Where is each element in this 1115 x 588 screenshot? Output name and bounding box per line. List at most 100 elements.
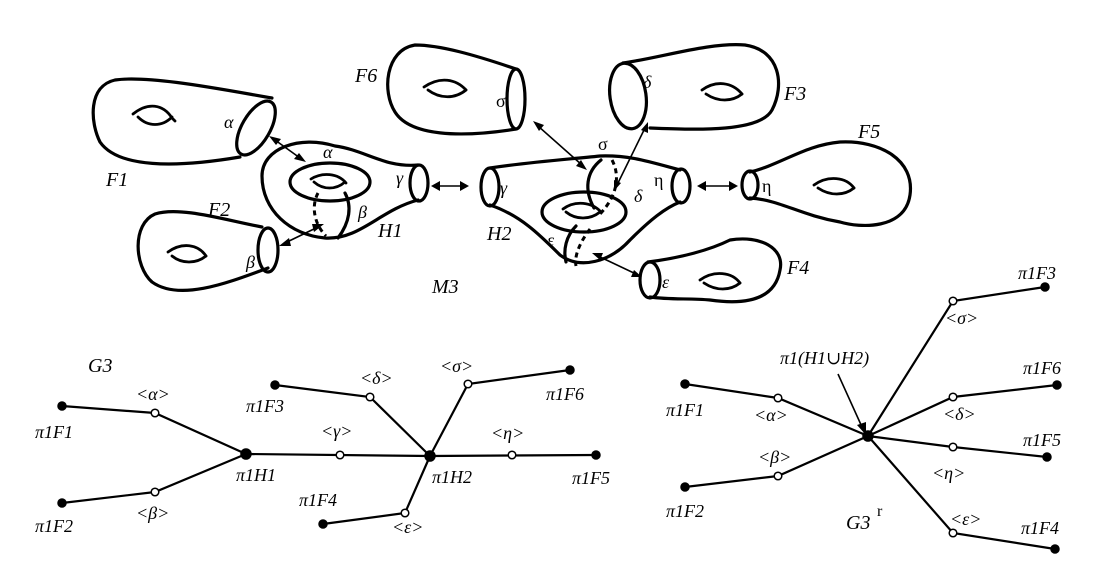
label-F1: F1 (105, 169, 128, 191)
vlabel-pF5: π1F5 (572, 468, 610, 488)
label-eta-F5: η (762, 176, 771, 196)
vertex-pF6 (565, 365, 575, 375)
gluing-arrows-left (269, 136, 469, 246)
label-F4: F4 (786, 257, 809, 279)
vlabel-pH2: π1H2 (432, 467, 472, 487)
r-vertex-pF2 (680, 482, 690, 492)
graph-G3r-title-sup: r (877, 503, 883, 520)
r-vertex-pF6 (1052, 380, 1062, 390)
graph-G3r-center-label: π1(H1∪H2) (780, 348, 869, 369)
label-alpha-F1: α (224, 112, 234, 132)
label-F5: F5 (857, 121, 880, 143)
r-elabel-beta: <β> (758, 447, 791, 467)
surface-F1: F1 α (91, 77, 277, 191)
edge-vertex-eta (507, 450, 517, 460)
graph-G3: G3 π1F1 (35, 355, 610, 537)
elabel-delta: <δ> (360, 368, 393, 388)
r-edge-vertex-beta (773, 471, 783, 481)
vertex-pF3 (270, 380, 280, 390)
r-vlabel-pF5: π1F5 (1023, 430, 1061, 450)
r-vlabel-pF2: π1F2 (666, 501, 704, 521)
r-vlabel-pF4: π1F4 (1021, 518, 1059, 538)
label-F3: F3 (783, 83, 806, 105)
label-sigma-H2: σ (598, 134, 608, 154)
edge-vertex-delta (365, 392, 375, 402)
label-delta-F3: δ (643, 72, 652, 92)
vlabel-pF4: π1F4 (299, 490, 337, 510)
vlabel-pF1: π1F1 (35, 422, 73, 442)
label-H2: H2 (486, 223, 511, 245)
vlabel-pF3: π1F3 (246, 396, 284, 416)
surface-H1: α γ β H1 (260, 140, 430, 242)
surface-F5: F5 η (740, 121, 912, 227)
vertex-pF5 (591, 450, 601, 460)
edge-vertex-beta (150, 487, 160, 497)
r-edge-vertex-eta (948, 442, 958, 452)
surface-H2: γ σ η δ ε H2 (479, 134, 692, 267)
label-H1: H1 (377, 220, 402, 242)
r-vertex-pF4 (1050, 544, 1060, 554)
r-elabel-alpha: <α> (754, 405, 788, 425)
edge-vertex-sigma (463, 379, 473, 389)
graph-G3r-title: G3 (846, 512, 870, 534)
r-elabel-sigma: <σ> (945, 308, 978, 328)
edge-vertex-epsilon (400, 508, 410, 518)
edge-F4-H2 (322, 455, 432, 526)
surface-F3: F3 δ (607, 43, 806, 131)
graph-G3r-edges (684, 285, 1058, 551)
graph-G3-title: G3 (88, 355, 112, 377)
label-delta-H2: δ (634, 186, 643, 206)
r-vertex-pF5 (1042, 452, 1052, 462)
graph-G3r-labels: π1F1 π1F2 π1F3 π1F6 π1F5 π1F4 <α> <β> <σ… (666, 263, 1061, 538)
label-beta-H1: β (357, 202, 367, 222)
label-F2: F2 (207, 199, 230, 221)
r-vlabel-pF3: π1F3 (1018, 263, 1056, 283)
vlabel-pF6: π1F6 (546, 384, 584, 404)
gluing-arrows-right (533, 121, 738, 277)
r-edge-vertex-epsilon (948, 528, 958, 538)
vlabel-pH1: π1H1 (236, 465, 276, 485)
r-elabel-eta: <η> (932, 463, 965, 483)
label-beta-F2: β (245, 252, 255, 272)
edge-F3-H2 (274, 383, 431, 457)
label-epsilon-H2: ε (547, 230, 555, 250)
vertex-pH1 (240, 448, 252, 460)
r-vlabel-pF6: π1F6 (1023, 358, 1061, 378)
r-vertex-pF3 (1040, 282, 1050, 292)
elabel-gamma: <γ> (321, 421, 352, 441)
surface-F6: F6 σ (354, 43, 527, 136)
elabel-epsilon: <ε> (392, 517, 423, 537)
label-F6: F6 (354, 65, 377, 87)
elabel-alpha: <α> (136, 384, 170, 404)
vlabel-pF2: π1F2 (35, 516, 73, 536)
vertex-pF4 (318, 519, 328, 529)
label-alpha-H1: α (323, 142, 333, 162)
elabel-sigma: <σ> (440, 356, 473, 376)
graph-G3-labels: π1F1 π1F2 π1H1 π1H2 π1F3 π1F6 π1F5 π1F4 … (35, 356, 610, 537)
r-elabel-epsilon: <ε> (950, 509, 981, 529)
r-vlabel-pF1: π1F1 (666, 400, 704, 420)
vertex-pF2 (57, 498, 67, 508)
label-sigma-F6: σ (496, 91, 506, 111)
label-eta-H2: η (654, 170, 663, 190)
label-epsilon-F4: ε (662, 272, 670, 292)
label-gamma-H1: γ (396, 168, 404, 188)
graph-G3r-vertices (680, 282, 1062, 554)
label-gamma-H2: γ (500, 178, 508, 198)
edge-vertex-gamma (335, 450, 345, 460)
vertex-pH2 (424, 450, 436, 462)
center-pointer-arrow (837, 373, 866, 435)
r-edge-vertex-delta (948, 392, 958, 402)
r-vertex-pF1 (680, 379, 690, 389)
vertex-pF1 (57, 401, 67, 411)
surface-F4: F4 ε (638, 237, 809, 304)
edge-F6-H2 (429, 368, 571, 457)
graph-G3-vertices (57, 365, 601, 529)
graph-G3r: G3 r π1(H1∪H2) (666, 263, 1062, 554)
edge-vertex-alpha (150, 408, 160, 418)
elabel-beta: <β> (136, 503, 169, 523)
r-vertex-center (862, 430, 874, 442)
surface-F2: F2 β (136, 199, 280, 292)
r-edge-vertex-alpha (773, 393, 783, 403)
elabel-eta: <η> (491, 423, 524, 443)
